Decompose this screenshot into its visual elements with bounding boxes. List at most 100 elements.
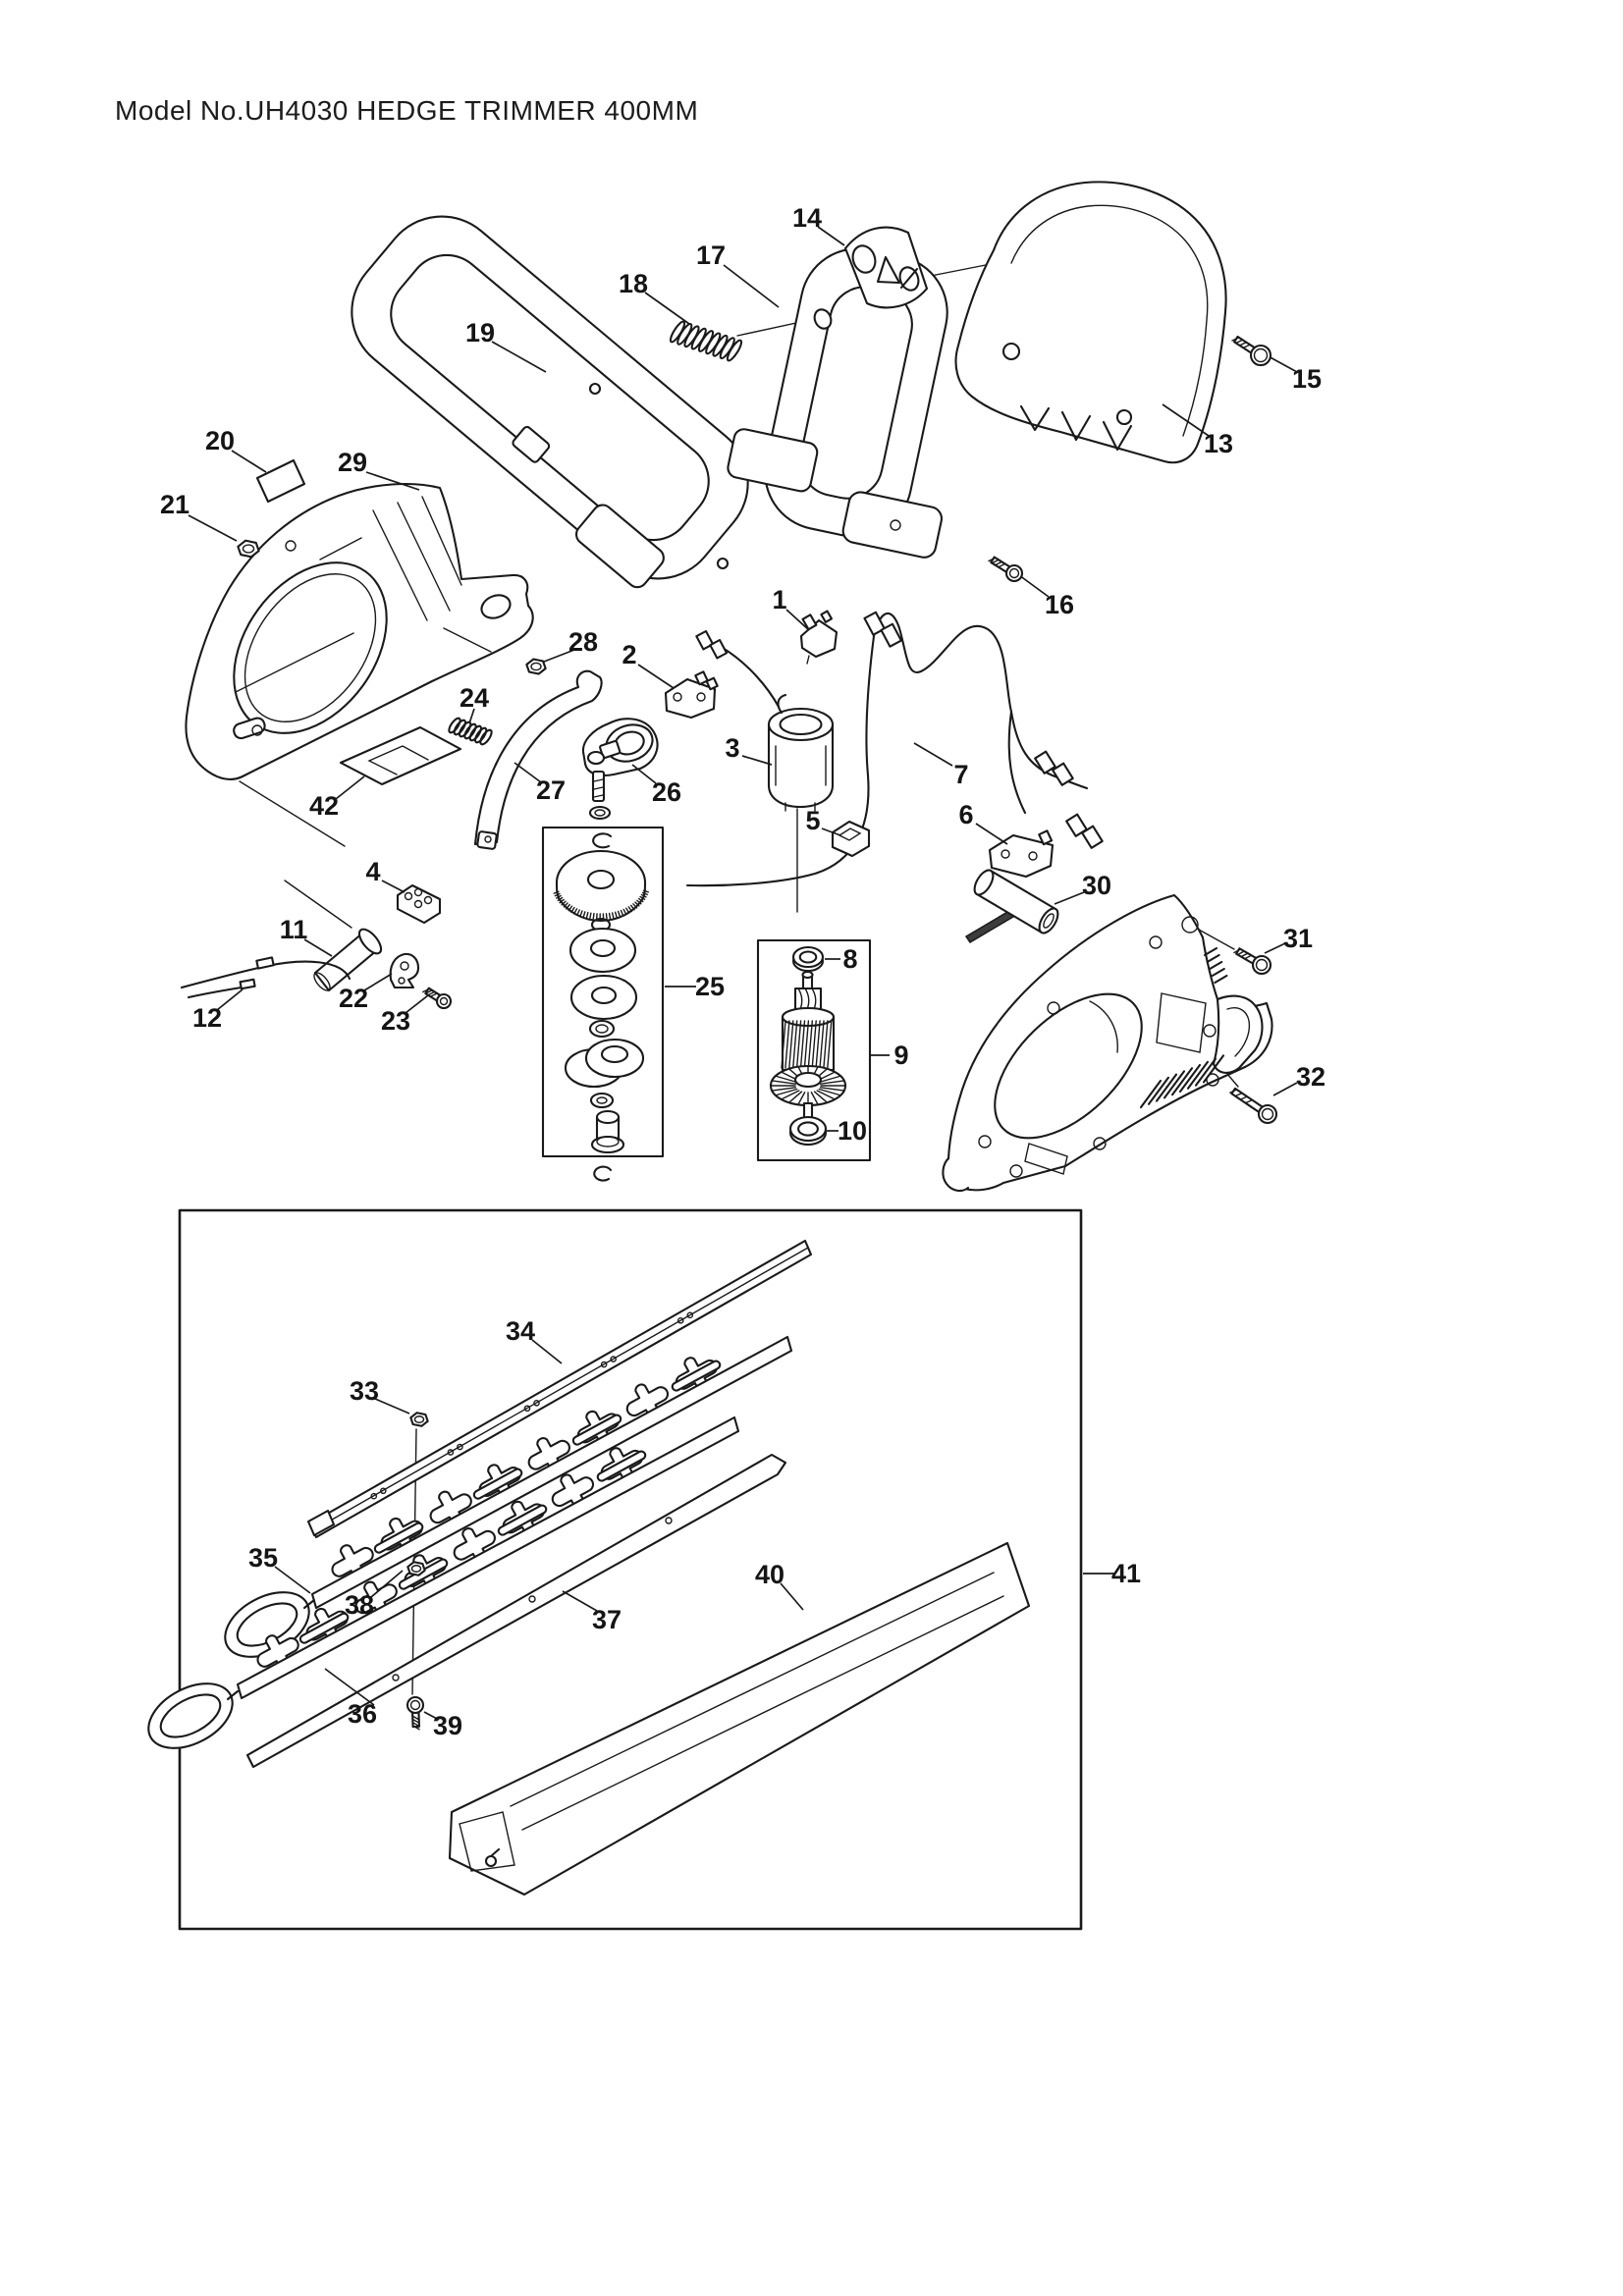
leader-line-21 — [188, 514, 238, 542]
leader-line-31 — [1264, 942, 1286, 954]
part-label-12: 12 — [192, 1003, 222, 1033]
part-label-10: 10 — [838, 1116, 867, 1146]
part-5-brush-holder — [831, 820, 871, 858]
part-label-9: 9 — [893, 1041, 908, 1070]
part-label-36: 36 — [348, 1699, 377, 1729]
part-6-switch — [988, 829, 1055, 879]
part-40-blade-cover — [448, 1541, 1031, 1896]
leader-line-36 — [324, 1668, 375, 1706]
part-34-guide-rail — [306, 1239, 813, 1539]
part-3-motor-field — [767, 693, 835, 812]
leader-line-42 — [335, 775, 365, 800]
armature-core-hatch — [781, 1020, 833, 1069]
leader-line-1 — [785, 609, 810, 631]
part-label-19: 19 — [465, 318, 495, 347]
leader-line-32 — [1272, 1082, 1298, 1096]
leader-line-17 — [723, 264, 780, 308]
part-label-16: 16 — [1045, 590, 1074, 619]
leader-line-19 — [491, 341, 547, 373]
part-label-22: 22 — [339, 984, 368, 1013]
part-label-4: 4 — [365, 857, 380, 886]
leader-line-23 — [405, 994, 429, 1014]
part-label-28: 28 — [568, 627, 598, 657]
leader-line-22 — [363, 973, 393, 991]
part-label-27: 27 — [536, 775, 566, 805]
leader-line-33 — [374, 1398, 410, 1415]
part-8-bearing — [791, 945, 825, 973]
part-label-18: 18 — [619, 269, 648, 298]
part-label-8: 8 — [842, 944, 857, 974]
part-29-motor-housing — [185, 482, 534, 780]
part-label-25: 25 — [695, 972, 725, 1001]
part-label-38: 38 — [345, 1590, 374, 1620]
part-label-15: 15 — [1292, 364, 1322, 394]
part-label-35: 35 — [248, 1543, 278, 1573]
part-label-3: 3 — [725, 733, 739, 763]
part-label-33: 33 — [350, 1376, 379, 1406]
part-label-23: 23 — [381, 1006, 410, 1036]
part-label-20: 20 — [205, 426, 235, 455]
part-41-blade-box — [178, 1208, 1083, 1931]
part-label-39: 39 — [433, 1711, 462, 1740]
part-19-loop-handle — [351, 215, 749, 589]
part-label-14: 14 — [792, 203, 822, 233]
part-label-2: 2 — [622, 640, 636, 669]
leader-line-24 — [468, 708, 475, 724]
gear-box-25 — [541, 826, 665, 1158]
leader-line-38 — [370, 1570, 404, 1598]
part-24-spring — [448, 717, 493, 746]
part-27-curved-plate — [473, 669, 603, 850]
spindle-bushing — [590, 1109, 625, 1154]
part-37-blade-plate — [245, 1453, 787, 1769]
part-9-armature — [756, 938, 872, 1162]
leader-line-37 — [562, 1590, 598, 1612]
leader-line-27 — [514, 762, 542, 783]
part-42-gasket — [339, 725, 462, 786]
part-label-11: 11 — [280, 915, 308, 944]
leader-line-3 — [741, 755, 773, 766]
part-label-1: 1 — [772, 585, 786, 614]
part-label-42: 42 — [309, 791, 339, 821]
part-label-37: 37 — [592, 1605, 622, 1634]
gear-knurl — [553, 889, 649, 921]
leader-line-13 — [1162, 403, 1210, 437]
part-25-gear-set — [541, 826, 665, 1182]
part-13-hand-guard — [954, 181, 1227, 464]
leader-line-6 — [975, 823, 1008, 845]
part-22-cord-clamp — [389, 952, 420, 989]
part-label-13: 13 — [1204, 429, 1233, 458]
part-label-41: 41 — [1111, 1559, 1141, 1588]
leader-line-4 — [381, 880, 406, 893]
part-36-shear-blade-lower — [147, 1415, 740, 1749]
leader-line-34 — [531, 1339, 563, 1364]
part-label-5: 5 — [805, 806, 820, 835]
part-label-30: 30 — [1082, 871, 1111, 900]
leader-line-26 — [631, 764, 657, 784]
leader-line-20 — [231, 450, 267, 473]
part-label-32: 32 — [1296, 1062, 1325, 1092]
part-label-29: 29 — [338, 448, 367, 477]
part-label-26: 26 — [652, 777, 681, 807]
part-18-spring — [669, 320, 743, 362]
leader-line-35 — [274, 1566, 311, 1594]
leader-line-14 — [817, 226, 845, 246]
rear-handle-housing — [942, 893, 1273, 1193]
leader-line-16 — [1018, 574, 1050, 598]
part-30-wrench — [964, 869, 1059, 944]
leader-line-12 — [216, 988, 243, 1011]
part-4-terminal-block — [396, 883, 442, 925]
part-label-40: 40 — [755, 1560, 784, 1589]
leader-line-40 — [780, 1582, 804, 1611]
part-1-switch — [799, 610, 839, 665]
part-11-cord-guard — [313, 928, 383, 992]
part-2-switch — [664, 670, 719, 720]
part-35-shear-blade-upper — [224, 1335, 793, 1658]
part-label-31: 31 — [1283, 924, 1313, 953]
part-17-front-handle — [727, 247, 948, 559]
vent-slots — [1139, 946, 1228, 1109]
leader-line-28 — [543, 649, 575, 663]
screws-nuts-bearings — [237, 335, 1278, 1731]
